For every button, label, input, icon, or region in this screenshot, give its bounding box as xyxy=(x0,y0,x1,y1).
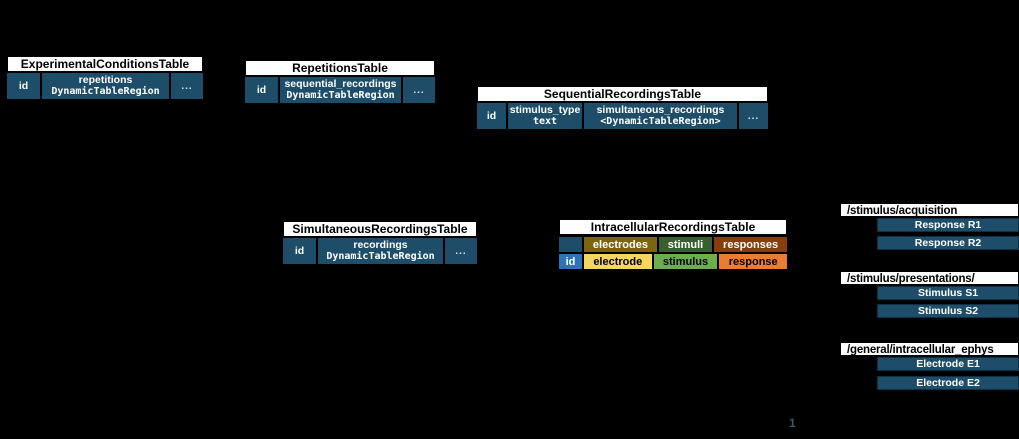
response-r2-bar: Response R2 xyxy=(877,236,1019,250)
electrode-e1-bar: Electrode E1 xyxy=(877,357,1019,371)
group-path-general-intracellular-ephys: /general/intracellular_ephys xyxy=(840,342,1019,356)
experimental-conditions-table: ExperimentalConditionsTable id repetitio… xyxy=(7,56,203,99)
stimulus-type-column-cell: stimulus_type text xyxy=(508,103,582,129)
more-columns-cell: ... xyxy=(171,73,203,99)
recordings-column-cell: recordings DynamicTableRegion xyxy=(318,238,443,264)
group-path-stimulus-presentations: /stimulus/presentations/ xyxy=(840,271,1019,285)
responses-category-cell: responses xyxy=(714,237,787,252)
table-row: id recordings DynamicTableRegion ... xyxy=(283,238,477,264)
table-title: RepetitionsTable xyxy=(245,60,435,76)
stimulus-column-cell: stimulus xyxy=(653,254,718,269)
page-number: 1 xyxy=(789,416,796,430)
more-columns-cell: ... xyxy=(403,77,435,103)
response-column-cell: response xyxy=(719,254,787,269)
repetitions-table: RepetitionsTable id sequential_recording… xyxy=(245,60,435,103)
id-column-cell: id xyxy=(283,238,316,264)
table-row: id repetitions DynamicTableRegion ... xyxy=(7,73,203,99)
id-column-cell: id xyxy=(477,103,506,129)
column-name: simultaneous_recordings xyxy=(596,104,725,116)
stimuli-category-cell: stimuli xyxy=(658,237,713,252)
stimulus-s2-bar: Stimulus S2 xyxy=(877,304,1019,318)
column-name: stimulus_type xyxy=(509,104,581,116)
table-title: SimultaneousRecordingsTable xyxy=(283,221,477,237)
repetitions-column-cell: repetitions DynamicTableRegion xyxy=(42,73,169,99)
sequential-recordings-table: SequentialRecordingsTable id stimulus_ty… xyxy=(477,86,768,129)
table-title: SequentialRecordingsTable xyxy=(477,86,768,102)
column-name: recordings xyxy=(353,239,408,251)
sequential-recordings-column-cell: sequential_recordings DynamicTableRegion xyxy=(280,77,401,103)
simultaneous-recordings-table: SimultaneousRecordingsTable id recording… xyxy=(283,221,477,264)
table-row: id sequential_recordings DynamicTableReg… xyxy=(245,77,435,103)
more-columns-cell: ... xyxy=(739,103,768,129)
electrodes-category-cell: electrodes xyxy=(584,237,657,252)
id-column-cell: id xyxy=(559,254,582,269)
group-path-stimulus-acquisition: /stimulus/acquisition xyxy=(840,203,1019,217)
category-row: electrodes stimuli responses xyxy=(559,237,787,252)
simultaneous-recordings-column-cell: simultaneous_recordings <DynamicTableReg… xyxy=(584,103,737,129)
response-r1-bar: Response R1 xyxy=(877,218,1019,232)
column-type: DynamicTableRegion xyxy=(51,86,160,97)
column-name: sequential_recordings xyxy=(284,78,397,90)
more-columns-cell: ... xyxy=(445,238,477,264)
blank-corner-cell xyxy=(559,237,582,252)
column-type: DynamicTableRegion xyxy=(326,251,435,262)
stimulus-s1-bar: Stimulus S1 xyxy=(877,286,1019,300)
intracellular-recordings-table: IntracellularRecordingsTable electrodes … xyxy=(559,219,787,269)
electrode-column-cell: electrode xyxy=(584,254,652,269)
table-row: id stimulus_type text simultaneous_recor… xyxy=(477,103,768,129)
id-column-cell: id xyxy=(7,73,40,99)
table-title: IntracellularRecordingsTable xyxy=(559,219,787,235)
column-type: text xyxy=(532,116,558,127)
columns-row: id electrode stimulus response xyxy=(559,254,787,269)
electrode-e2-bar: Electrode E2 xyxy=(877,376,1019,390)
column-type: DynamicTableRegion xyxy=(286,90,395,101)
column-name: repetitions xyxy=(78,74,133,86)
column-type: <DynamicTableRegion> xyxy=(600,116,721,127)
id-column-cell: id xyxy=(245,77,278,103)
table-title: ExperimentalConditionsTable xyxy=(7,56,203,72)
